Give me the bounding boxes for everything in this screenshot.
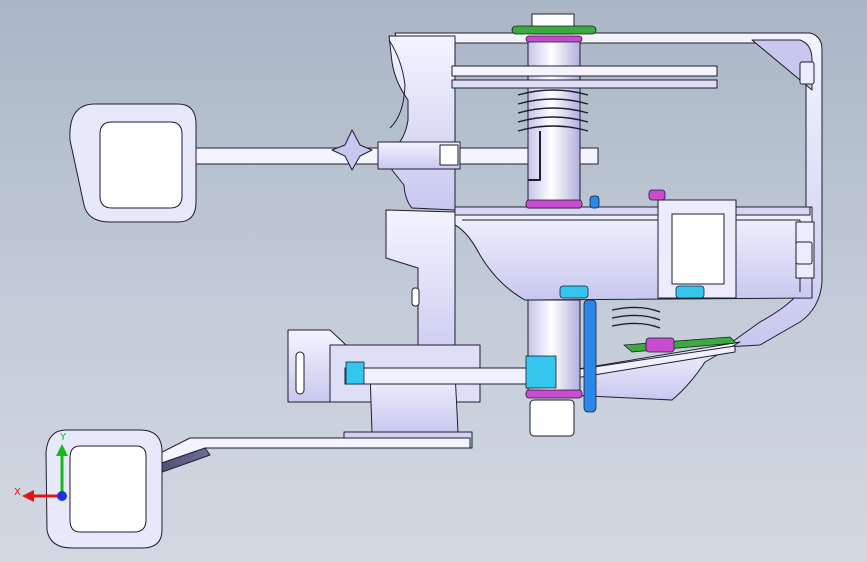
upper-support-plate — [388, 35, 456, 211]
axis-label-x: X — [14, 487, 21, 498]
magenta-collar-low — [525, 389, 583, 399]
blue-pin — [589, 195, 600, 209]
channel-hole — [411, 287, 420, 307]
right-nut-mid — [795, 241, 813, 265]
right-nut-top — [799, 61, 815, 85]
cyan-fastener-4 — [345, 361, 365, 385]
magenta-button — [648, 189, 666, 201]
upper-pivot-shaft — [527, 39, 581, 209]
cyan-fastener-1 — [559, 285, 589, 299]
green-washer-top — [511, 25, 597, 35]
cam-box-inner — [671, 213, 725, 285]
housing-top-face — [454, 206, 811, 216]
star-knob — [331, 129, 373, 171]
magenta-collar-mid — [525, 199, 583, 209]
frame-gusset — [751, 39, 813, 91]
lower-pad-face — [69, 445, 147, 533]
coordinate-triad-icon — [22, 444, 68, 502]
magenta-button-low — [645, 337, 675, 353]
upper-pad-face — [99, 121, 183, 209]
mount-slot — [295, 351, 305, 395]
guide-rod-mid — [451, 79, 718, 89]
lower-return-spring — [611, 306, 661, 329]
lower-shaft-nut — [529, 399, 575, 437]
upper-return-spring — [517, 89, 589, 132]
plate-cutout-edge — [388, 39, 406, 129]
cyan-fastener-2 — [675, 285, 705, 299]
guide-rod-top — [451, 65, 718, 77]
central-housing — [454, 206, 813, 301]
blue-pin-long — [583, 299, 597, 413]
connecting-lever — [344, 367, 546, 385]
upper-arm-hub — [439, 144, 459, 166]
cyan-fastener-3 — [525, 355, 557, 389]
magenta-collar-top — [525, 35, 583, 43]
axis-label-y: Y — [60, 432, 67, 443]
spring-hook — [528, 131, 541, 181]
